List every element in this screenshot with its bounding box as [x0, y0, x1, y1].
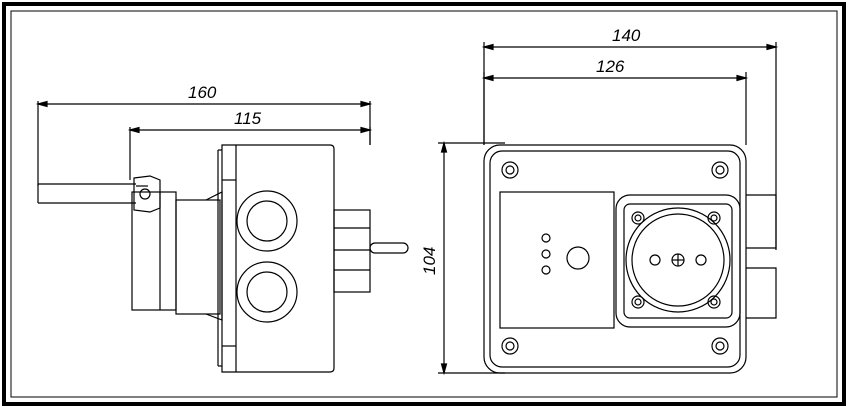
side-plug-blocks [746, 194, 777, 319]
dim-label-126: 126 [596, 57, 625, 76]
dim-label-115: 115 [234, 109, 262, 128]
dim-label-104: 104 [420, 247, 439, 275]
control-panel [499, 191, 615, 329]
dimension-104 [438, 140, 505, 376]
drawing-inner-border [10, 10, 838, 398]
socket-outlet [615, 194, 741, 328]
button-lower [236, 261, 298, 323]
corner-screw-tr [711, 161, 729, 179]
dimension-115 [127, 126, 373, 180]
dimension-160 [35, 100, 373, 186]
dimension-126 [481, 72, 749, 145]
side-view [35, 100, 409, 373]
corner-screw-bl [501, 337, 519, 355]
corner-screw-tl [501, 161, 519, 179]
corner-screw-br [711, 337, 729, 355]
dim-label-160: 160 [188, 83, 217, 102]
front-view [438, 42, 779, 376]
cable [37, 183, 136, 204]
button-upper [236, 190, 298, 252]
housing-side [217, 144, 335, 373]
plug-prongs [333, 209, 409, 293]
dim-label-140: 140 [612, 26, 641, 45]
